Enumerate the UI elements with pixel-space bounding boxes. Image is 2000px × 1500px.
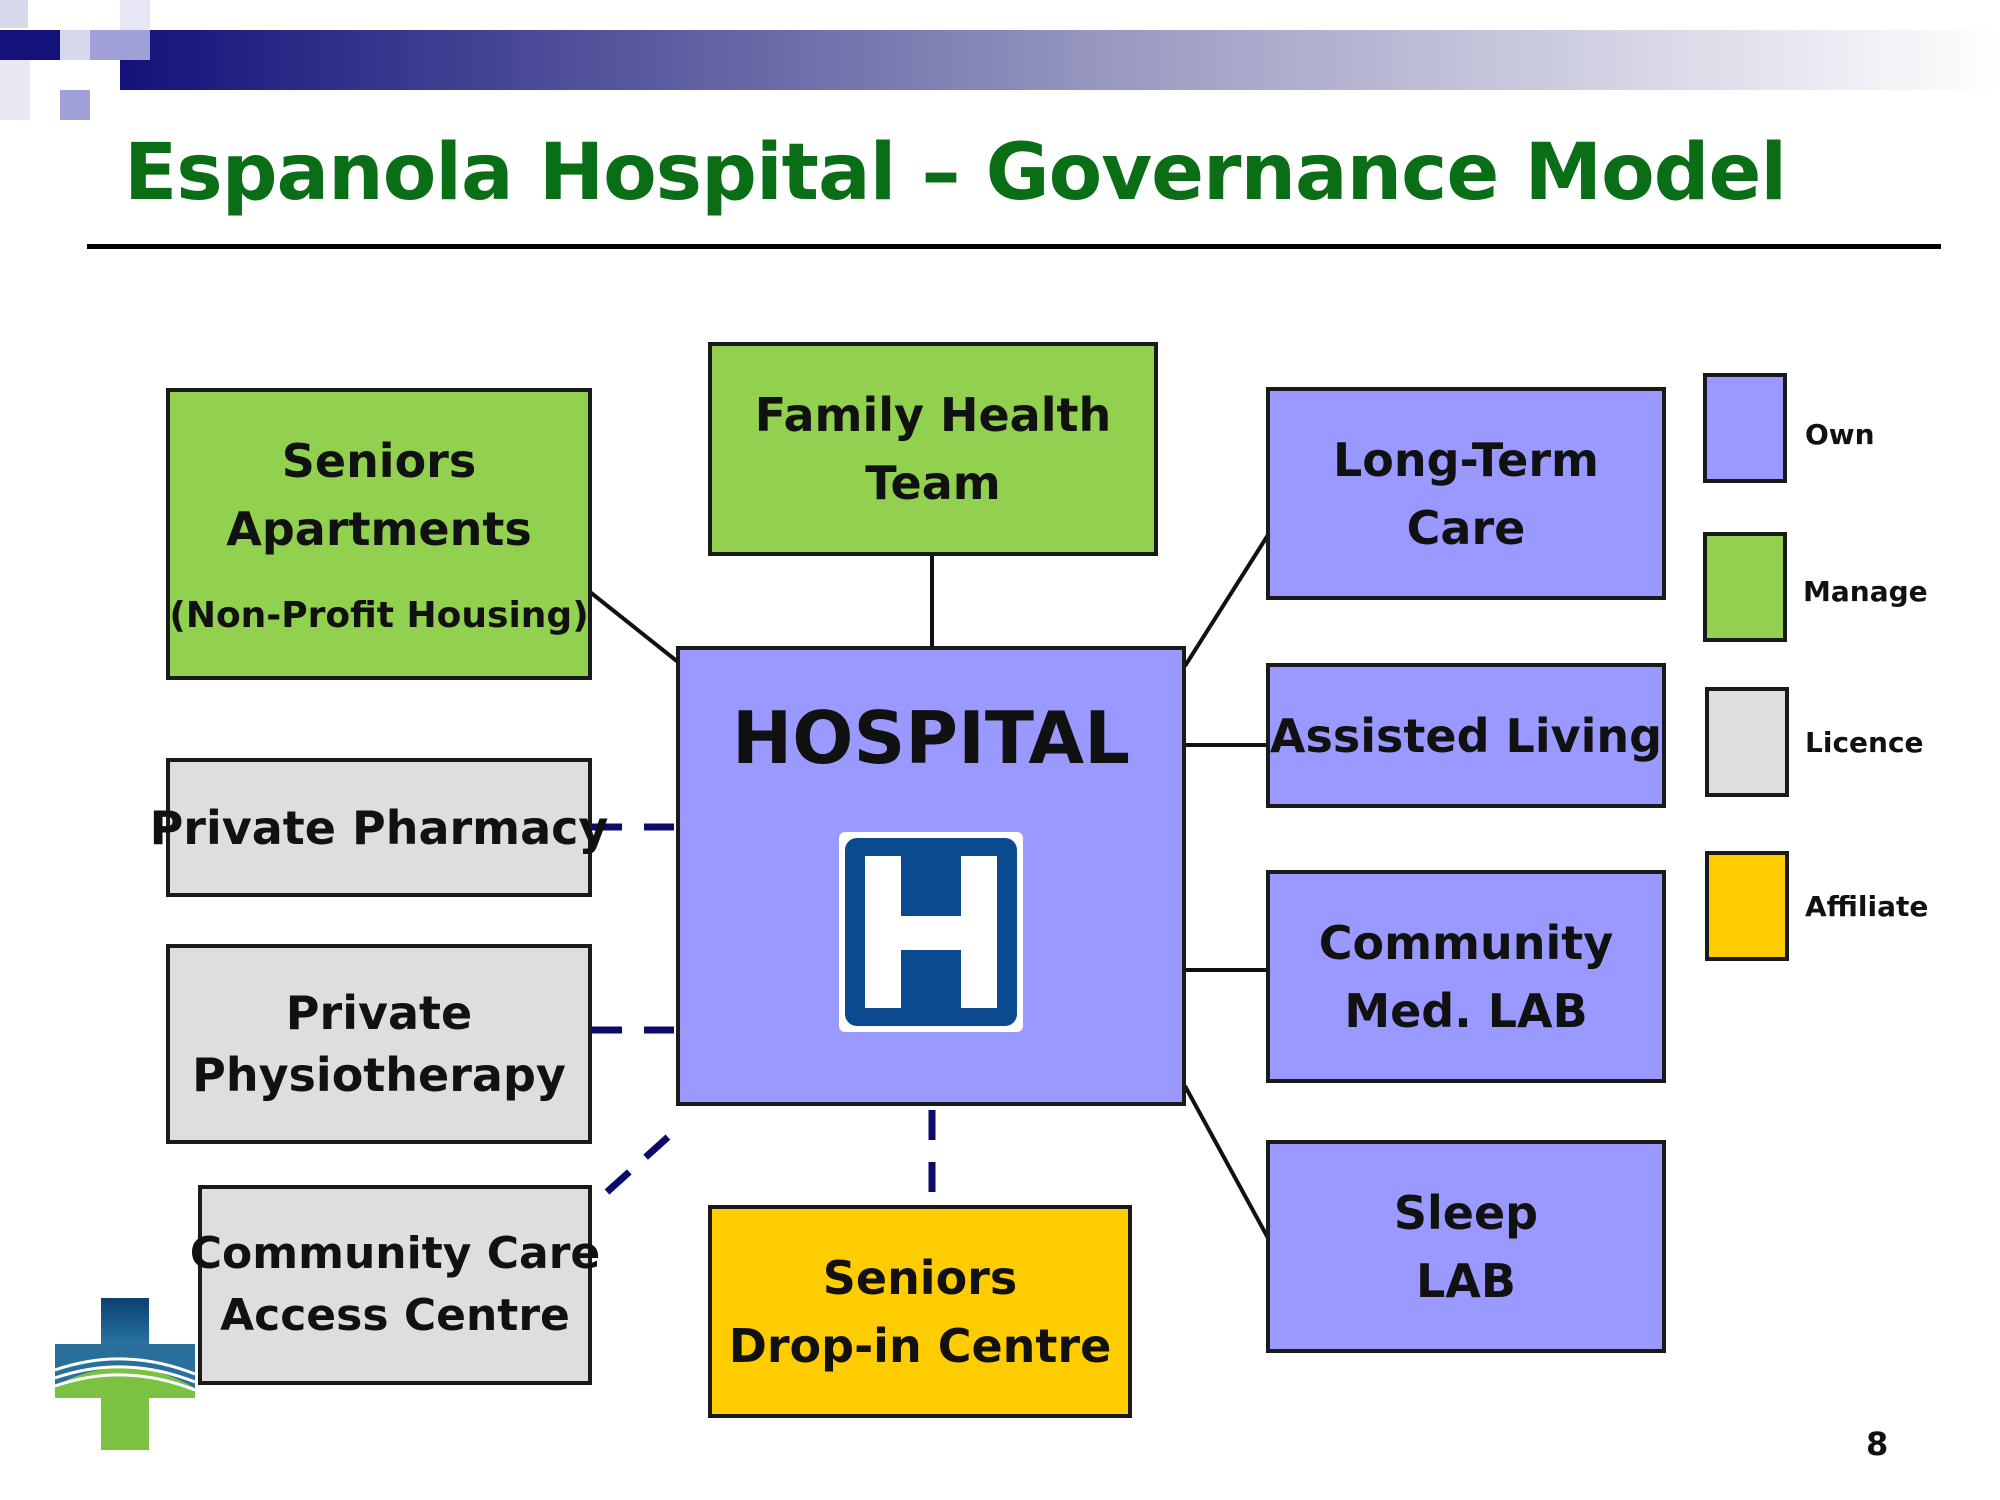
legend-swatch-licence: [1705, 687, 1789, 797]
legend-label-own: Own: [1805, 418, 1875, 451]
line-long-term-care: [1183, 533, 1270, 668]
community-care-line1: Community Care: [189, 1228, 601, 1279]
seniors-dropin-box: Seniors Drop-in Centre: [708, 1205, 1132, 1418]
legend-label-affiliate: Affiliate: [1805, 890, 1929, 923]
seniors-dropin-line1: Seniors: [822, 1250, 1018, 1305]
line-sleep-lab: [1183, 1085, 1270, 1239]
title-underline: [87, 244, 1941, 249]
private-physiotherapy-box: Private Physiotherapy: [166, 944, 592, 1144]
hospital-h-icon: [839, 832, 1023, 1032]
hospital-title: HOSPITAL: [731, 696, 1130, 780]
line-seniors-apartments: [588, 590, 680, 664]
seniors-dropin-line2: Drop-in Centre: [728, 1318, 1112, 1373]
family-health-line1: Family Health: [754, 388, 1112, 442]
legend-swatch-own: [1703, 373, 1787, 483]
sleep-lab-box: Sleep LAB: [1266, 1140, 1666, 1353]
sleep-lab-line2: LAB: [1416, 1253, 1516, 1308]
family-health-team-box: Family Health Team: [708, 342, 1158, 556]
private-physiotherapy-line1: Private: [285, 986, 473, 1040]
seniors-apartments-line1: Seniors: [281, 434, 477, 488]
legend-swatch-affiliate: [1705, 851, 1789, 961]
legend-swatch-manage: [1703, 532, 1787, 642]
header-gradient-bar: [0, 0, 2000, 120]
long-term-care-line2: Care: [1406, 500, 1526, 555]
community-care-access-box: Community Care Access Centre: [190, 1185, 600, 1385]
community-lab-line1: Community: [1318, 915, 1614, 970]
assisted-living-box: Assisted Living: [1266, 663, 1666, 808]
private-physiotherapy-line2: Physiotherapy: [192, 1048, 566, 1102]
family-health-line2: Team: [865, 456, 1001, 510]
espanola-cross-logo-icon: [55, 1298, 195, 1450]
community-care-line2: Access Centre: [220, 1290, 570, 1341]
long-term-care-box: Long-Term Care: [1266, 387, 1666, 600]
legend-label-manage: Manage: [1803, 575, 1928, 608]
dashed-line-community-care: [604, 1125, 681, 1195]
community-lab-line2: Med. LAB: [1344, 983, 1588, 1038]
community-med-lab-box: Community Med. LAB: [1266, 870, 1666, 1083]
private-pharmacy-label: Private Pharmacy: [149, 800, 609, 855]
page-title: Espanola Hospital – Governance Model: [124, 128, 1787, 218]
long-term-care-line1: Long-Term: [1332, 432, 1599, 487]
page-number: 8: [1866, 1425, 1889, 1463]
seniors-apartments-box: Seniors Apartments (Non-Profit Housing): [166, 388, 592, 680]
assisted-living-label: Assisted Living: [1269, 708, 1663, 763]
private-pharmacy-box: Private Pharmacy: [150, 758, 608, 897]
seniors-apartments-line2: Apartments: [226, 502, 532, 556]
sleep-lab-line1: Sleep: [1393, 1185, 1539, 1240]
seniors-apartments-sub: (Non-Profit Housing): [169, 595, 589, 636]
legend-label-licence: Licence: [1805, 726, 1924, 759]
hospital-box: HOSPITAL: [676, 646, 1186, 1106]
